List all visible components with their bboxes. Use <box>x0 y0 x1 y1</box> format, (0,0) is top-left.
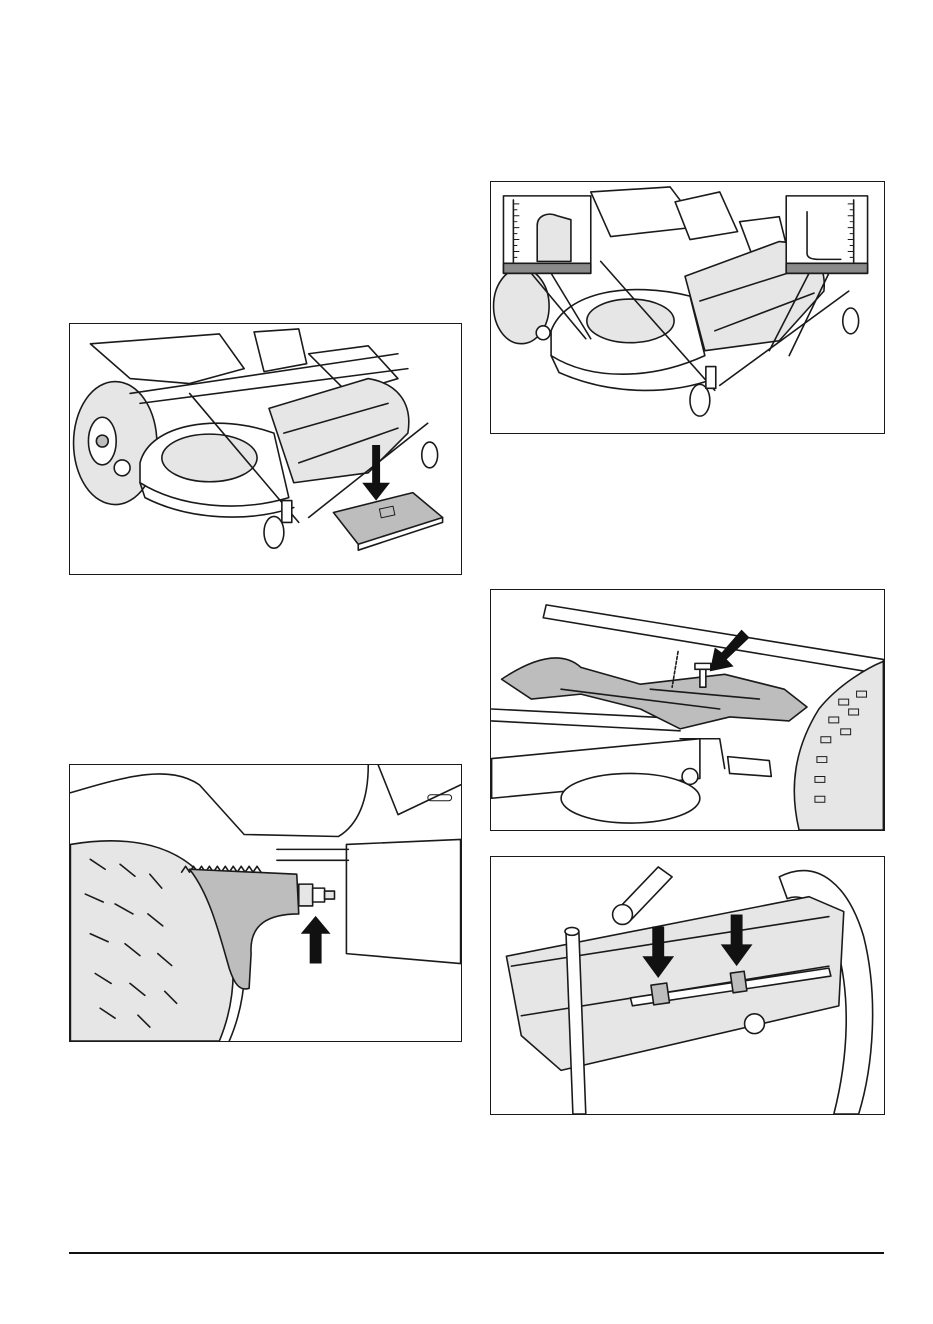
measurement-inset-right <box>786 196 867 273</box>
deck-measurement-illustration <box>491 182 884 433</box>
figure-deck-measurement-points <box>490 181 885 434</box>
figure-wheel-bracket-bolt <box>69 764 462 1042</box>
deck-lowered-illustration <box>70 324 461 574</box>
figure-chain-bolt <box>490 589 885 831</box>
figure-deck-lowered-on-block <box>69 323 462 575</box>
footer-rule <box>69 1252 884 1254</box>
rod-adjusters-illustration <box>491 857 884 1114</box>
wheel-bracket-illustration <box>70 765 461 1041</box>
up-arrow-icon <box>301 916 331 964</box>
chain-bolt-illustration <box>491 590 884 830</box>
figure-rod-adjusters <box>490 856 885 1115</box>
